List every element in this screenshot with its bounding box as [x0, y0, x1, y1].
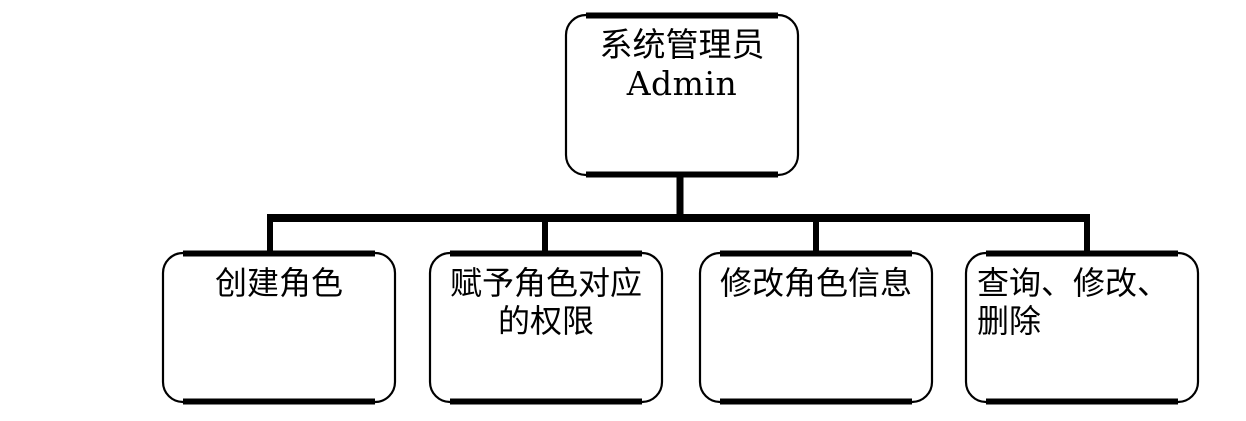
root-box-outline [564, 13, 800, 177]
child-3-box-outline [698, 251, 934, 404]
connector-group [267, 175, 1090, 255]
child-4-box-outline [964, 251, 1200, 404]
node-root[interactable] [564, 12, 800, 178]
node-child-1[interactable] [161, 250, 397, 405]
node-child-2[interactable] [428, 250, 664, 405]
node-child-3[interactable] [698, 250, 934, 405]
child-2-box-outline [428, 251, 664, 404]
node-child-4[interactable] [964, 250, 1200, 405]
child-1-box-outline [161, 251, 397, 404]
